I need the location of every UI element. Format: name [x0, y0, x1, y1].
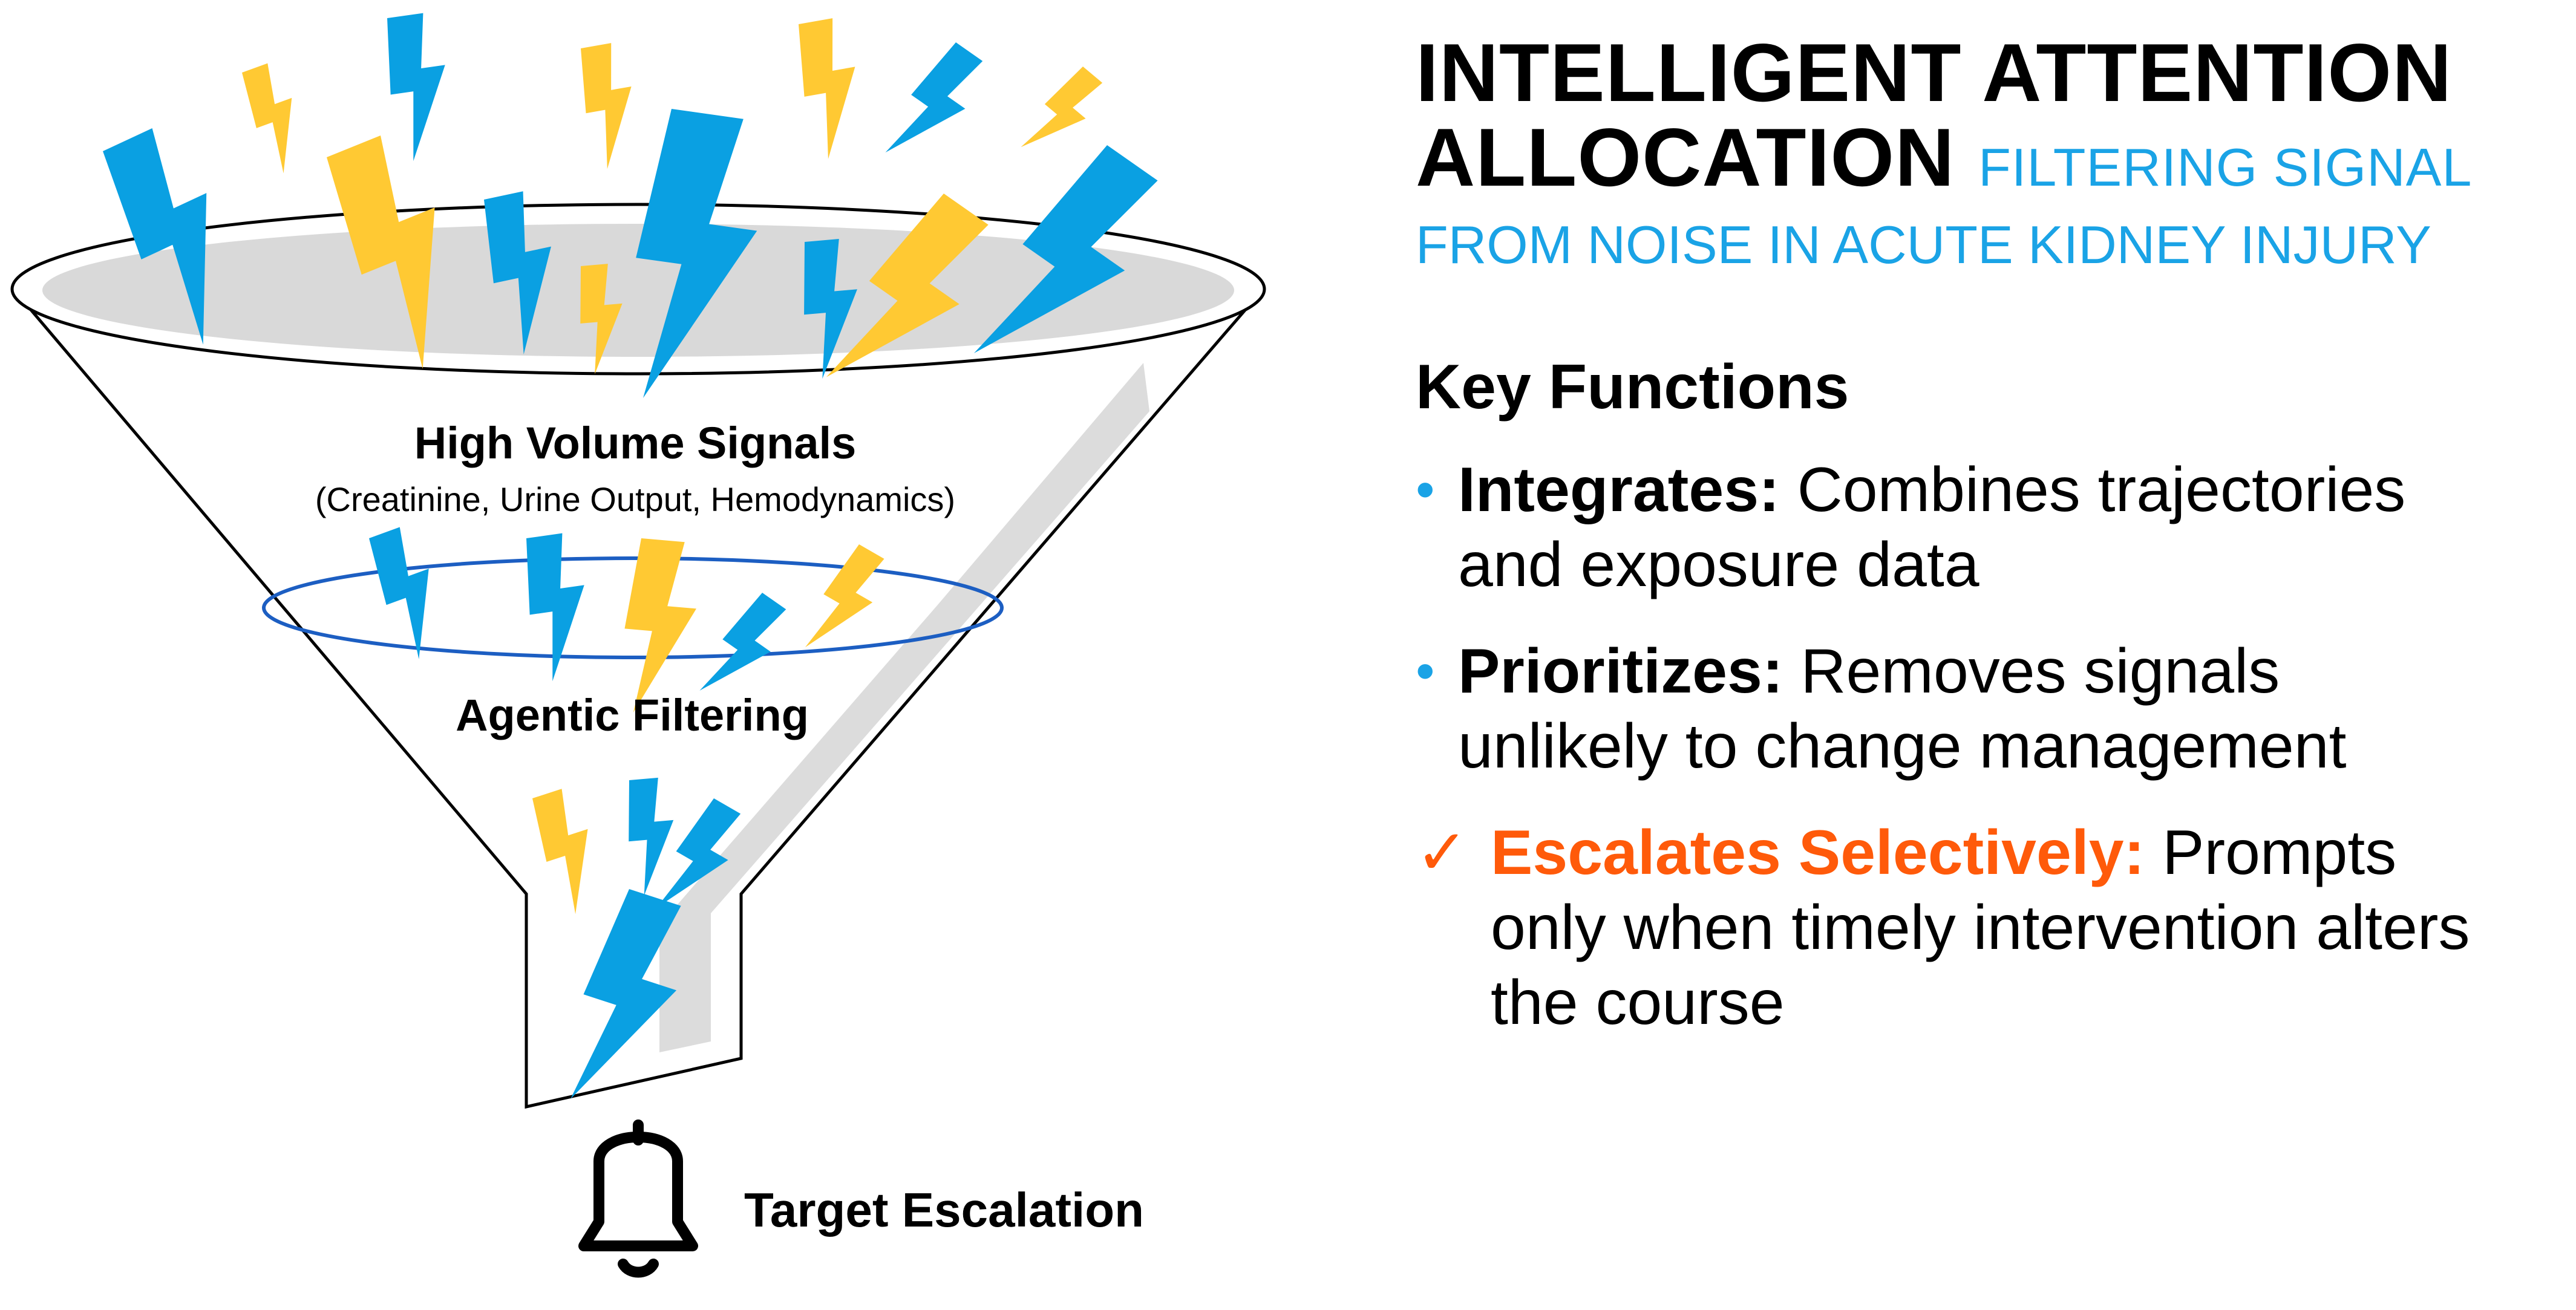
function-text: Removes signals — [1783, 636, 2280, 706]
funnel-shade — [659, 363, 1149, 1052]
bullet-icon: • — [1416, 641, 1435, 702]
subtitle-part-2: FROM NOISE IN ACUTE KIDNEY INJURY — [1416, 215, 2431, 275]
function-name: Integrates: — [1458, 455, 1780, 525]
function-prioritizes: • Prioritizes: Removes signals unlikely … — [1416, 634, 2559, 784]
lightning-bolt-icon — [875, 38, 993, 176]
key-functions-heading: Key Functions — [1416, 352, 1849, 422]
bullet-icon: • — [1416, 460, 1435, 520]
lightning-bolt-icon — [791, 16, 871, 161]
function-text: Combines trajectories — [1779, 455, 2406, 525]
function-name: Prioritizes: — [1458, 636, 1783, 706]
title-line-1: INTELLIGENT ATTENTION — [1416, 27, 2453, 119]
function-text-cont: only when timely intervention alters — [1491, 893, 2470, 963]
subtitle-part-1: FILTERING SIGNAL — [1978, 137, 2473, 197]
info-panel: INTELLIGENT ATTENTION ALLOCATION FILTERI… — [1416, 30, 2559, 1040]
function-name: Escalates Selectively: — [1491, 818, 2145, 888]
agentic-filtering-label: Agentic Filtering — [456, 690, 809, 740]
title-main: ALLOCATION — [1416, 111, 1955, 203]
lightning-bolt-icon — [380, 11, 458, 163]
filter-ring — [262, 556, 1004, 659]
title-line-2: ALLOCATION FILTERING SIGNAL — [1416, 115, 2559, 210]
target-escalation-label: Target Escalation — [744, 1183, 1144, 1237]
high-volume-signals-label: High Volume Signals — [414, 418, 857, 468]
lightning-bolt-icon — [1013, 63, 1111, 168]
lightning-bolt-icon — [574, 41, 645, 171]
function-text-cont: and exposure data — [1458, 530, 1979, 600]
lightning-bolt-icon — [237, 59, 315, 177]
filter-funnel-diagram: High Volume Signals (Creatinine, Urine O… — [10, 11, 1266, 1278]
bell-icon — [578, 1119, 698, 1278]
signal-sources-label: (Creatinine, Urine Output, Hemodynamics) — [315, 480, 955, 518]
function-escalates: ✓ Escalates Selectively: Prompts only wh… — [1416, 815, 2559, 1040]
function-text-cont: unlikely to change management — [1458, 711, 2347, 781]
checkmark-icon: ✓ — [1416, 818, 1469, 888]
function-text-cont: the course — [1491, 968, 1785, 1038]
function-integrates: • Integrates: Combines trajectories and … — [1416, 452, 2559, 602]
function-text: Prompts — [2145, 818, 2397, 888]
